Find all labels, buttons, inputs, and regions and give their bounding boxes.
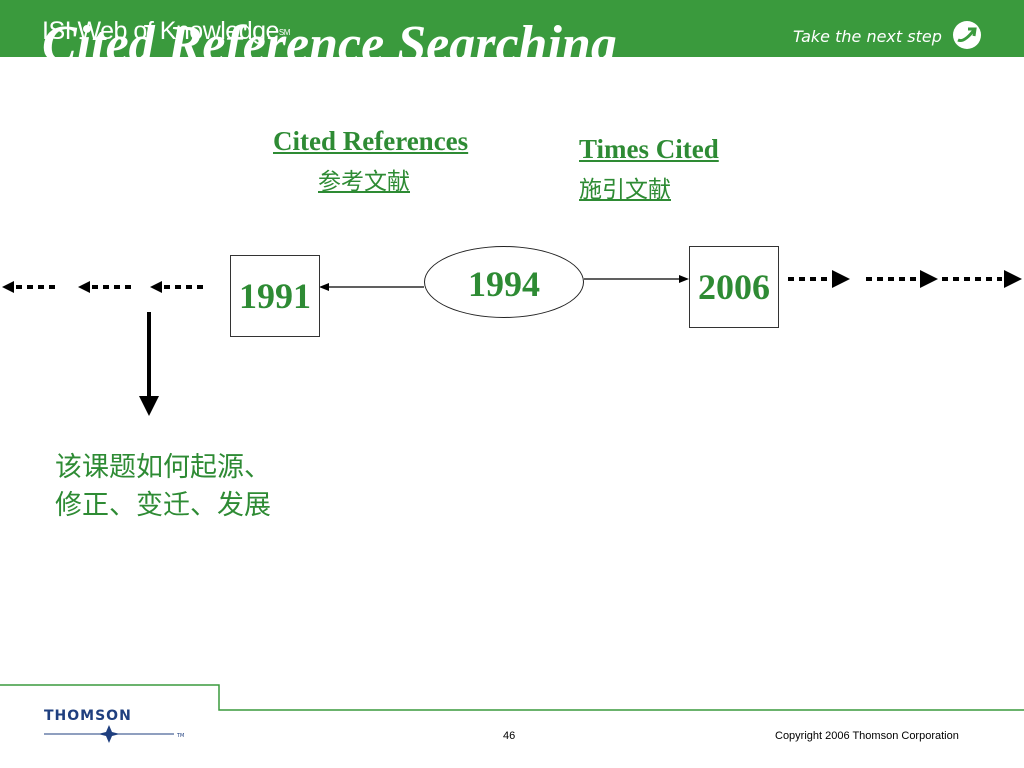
- year-box-past: 1991: [230, 255, 320, 337]
- arrow-to-future: [584, 275, 689, 283]
- cited-references-link[interactable]: Cited References: [273, 126, 469, 156]
- brand-service-mark: SM: [278, 28, 291, 37]
- tagline: Take the next step: [793, 27, 942, 46]
- times-cited-link[interactable]: Times Cited: [579, 134, 719, 164]
- left-dotted-arrows: [2, 281, 205, 293]
- right-dotted-arrows: [788, 270, 1022, 288]
- times-cited-cn-link[interactable]: 施引文献: [579, 177, 671, 203]
- arrow-circle-icon: [953, 21, 981, 49]
- year-past-label: 1991: [239, 276, 311, 316]
- thomson-logo-text: THOMSON: [44, 708, 132, 724]
- brand-name: ISI Web of KnowledgeSM: [42, 16, 290, 46]
- down-arrow: [139, 312, 159, 416]
- description-line-1: 该课题如何起源、: [55, 452, 271, 483]
- cited-references-cn-link[interactable]: 参考文献: [318, 169, 410, 195]
- footer-divider: [0, 684, 1024, 711]
- year-focus-label: 1994: [468, 264, 540, 304]
- year-box-future: 2006: [689, 246, 779, 328]
- arrow-to-past: [319, 283, 424, 291]
- description-line-2: 修正、变迁、发展: [55, 490, 271, 521]
- year-oval-focus: 1994: [424, 246, 584, 318]
- header-band: Cited Reference Searching ISI Web of Kno…: [0, 0, 1024, 57]
- copyright-notice: Copyright 2006 Thomson Corporation: [775, 730, 959, 742]
- slide-title: Cited Reference Searching: [42, 16, 617, 57]
- year-future-label: 2006: [698, 267, 770, 307]
- page-number: 46: [503, 730, 516, 742]
- thomson-star-icon: TM: [44, 725, 184, 743]
- brand-text: ISI Web of Knowledge: [42, 17, 279, 45]
- trademark-mark: TM: [176, 733, 184, 739]
